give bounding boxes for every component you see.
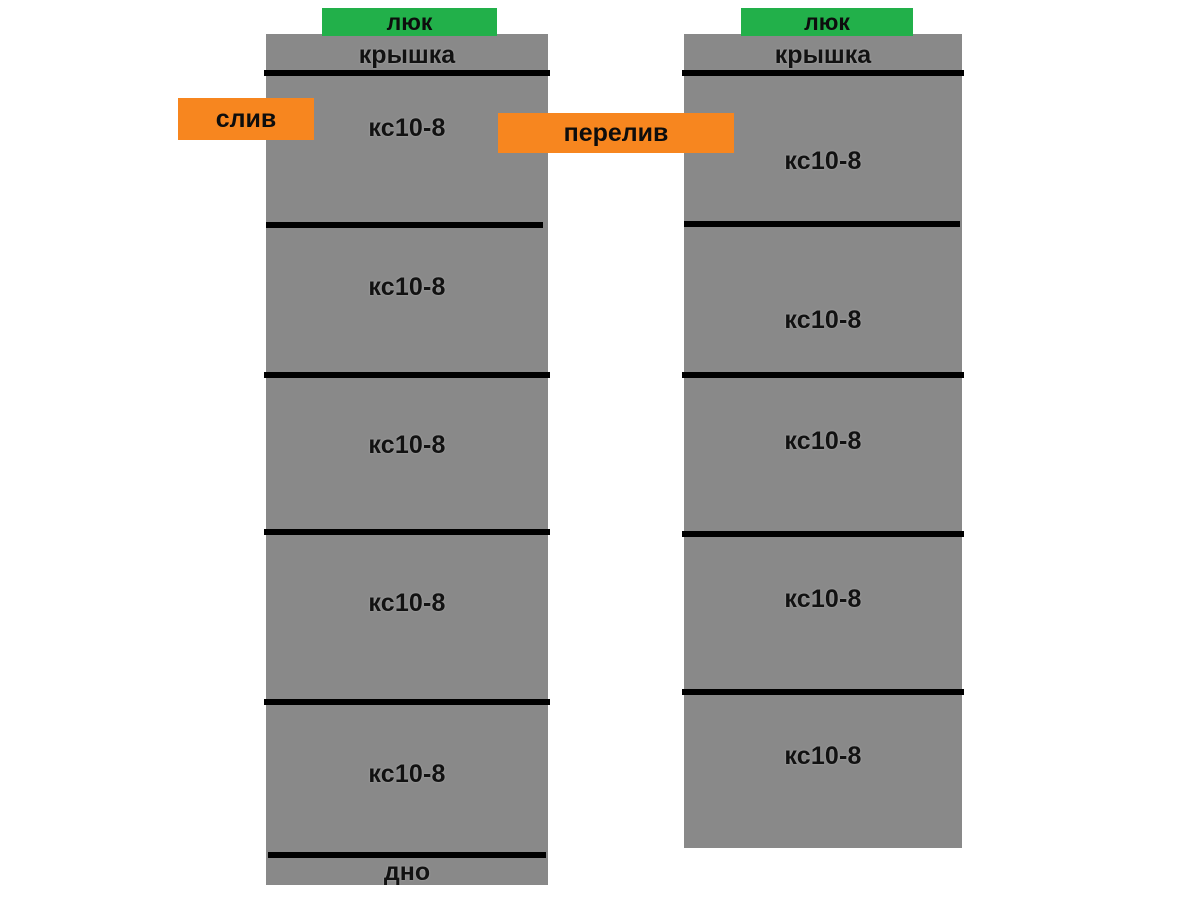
overflow-pipe[interactable]: перелив	[498, 113, 734, 153]
left-tank-seam-2	[264, 372, 550, 378]
right-tank-cover-label: крышка	[774, 41, 872, 69]
right-tank-body: крышка кс10-8 кс10-8 кс10-8 кс10-8 кс10-…	[682, 34, 964, 848]
left-tank-body: крышка кс10-8 кс10-8 кс10-8 кс10-8 кс10-…	[264, 34, 550, 886]
left-tank-bottom-label: дно	[383, 858, 431, 886]
left-tank-ring-label-5: кс10-8	[368, 760, 446, 788]
left-tank-seam-3	[264, 529, 550, 535]
left-tank-ring-label-3: кс10-8	[368, 431, 446, 459]
right-tank-seam-2	[682, 372, 964, 378]
left-tank-seam-4	[264, 699, 550, 705]
right-tank-ring-label-1: кс10-8	[784, 147, 862, 175]
left-tank-seam-bottom	[268, 852, 546, 858]
right-tank-seam-cover	[682, 70, 964, 76]
right-tank-ring-label-5: кс10-8	[784, 742, 862, 770]
right-tank-ring-label-4: кс10-8	[784, 585, 862, 613]
left-tank-ring-label-2: кс10-8	[368, 273, 446, 301]
right-tank-seam-1	[684, 221, 960, 227]
right-tank-seam-3	[682, 531, 964, 537]
left-tank-ring-label-1: кс10-8	[368, 114, 446, 142]
drain-pipe[interactable]: слив	[178, 98, 314, 140]
right-tank-seam-4	[682, 689, 964, 695]
right-tank-hatch[interactable]: люк	[741, 8, 913, 36]
right-tank-ring-label-3: кс10-8	[784, 427, 862, 455]
left-tank-cover-label: крышка	[358, 41, 456, 69]
left-tank-ring-label-4: кс10-8	[368, 589, 446, 617]
left-tank-seam-cover	[264, 70, 550, 76]
right-tank-ring-label-2: кс10-8	[784, 306, 862, 334]
left-tank-hatch[interactable]: люк	[322, 8, 497, 36]
left-tank-seam-1	[266, 222, 543, 228]
